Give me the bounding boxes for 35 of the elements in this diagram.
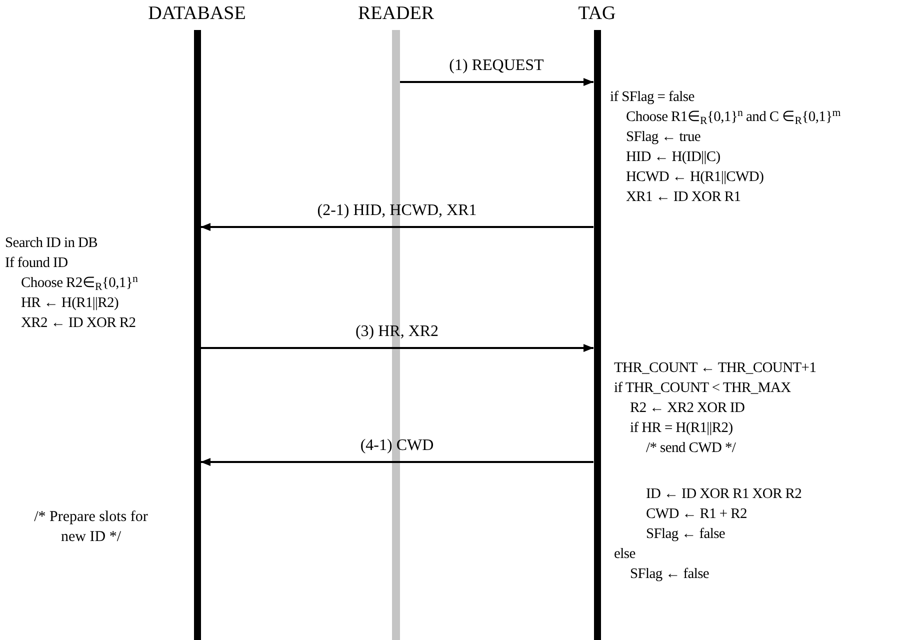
pseudocode-line: Choose R2∈$_{R}${0,1}$^{n}$ (21, 273, 138, 293)
pseudocode-line: else (614, 545, 636, 564)
pseudocode-line: SFlag ← false (646, 525, 726, 544)
edge-label: (1) REQUEST (449, 56, 544, 76)
pseudocode-line: If found ID (5, 254, 68, 273)
lifeline-heading: DATABASE (147, 2, 247, 26)
edge-label: (4-1) CWD (360, 436, 434, 456)
lifeline-bar (594, 30, 600, 640)
pseudocode-line: Choose R1∈$_{R}${0,1}$^{n}$ and C ∈$_{R}${0,1}$^{m}$ (626, 107, 840, 127)
pseudocode-line: /* send CWD */ (646, 439, 736, 458)
comment-text: /* Prepare slots for new ID */ (33, 508, 149, 547)
edge-label: (3) HR, XR2 (355, 322, 439, 342)
message-arrow (200, 458, 594, 466)
lifeline-heading: TAG (577, 2, 617, 26)
pseudocode-line: ID ← ID XOR R1 XOR R2 (646, 485, 802, 504)
pseudocode-line: Search ID in DB (5, 234, 98, 253)
message-arrow (400, 78, 594, 86)
pseudocode-line: CWD ← R1 + R2 (646, 505, 747, 524)
pseudocode-line: if SFlag = false (610, 88, 694, 107)
message-arrow (200, 344, 594, 352)
pseudocode-line: THR_COUNT ← THR_COUNT+1 (614, 359, 816, 378)
pseudocode-line: R2 ← XR2 XOR ID (630, 399, 745, 418)
lifeline-bar (194, 30, 200, 640)
pseudocode-line: HR ← H(R1||R2) (21, 294, 118, 313)
message-arrow (200, 223, 594, 231)
edge-label: (2-1) HID, HCWD, XR1 (317, 201, 477, 221)
pseudocode-line: XR2 ← ID XOR R2 (21, 314, 136, 333)
pseudocode-line: HCWD ← H(R1||CWD) (626, 168, 764, 187)
lifeline-heading: READER (357, 2, 435, 26)
pseudocode-line: XR1 ← ID XOR R1 (626, 188, 741, 207)
pseudocode-line: if HR = H(R1||R2) (630, 419, 733, 438)
pseudocode-line: SFlag ← true (626, 128, 701, 147)
pseudocode-line: HID ← H(ID||C) (626, 148, 720, 167)
pseudocode-line: if THR_COUNT < THR_MAX (614, 379, 791, 398)
pseudocode-line: SFlag ← false (630, 565, 710, 584)
